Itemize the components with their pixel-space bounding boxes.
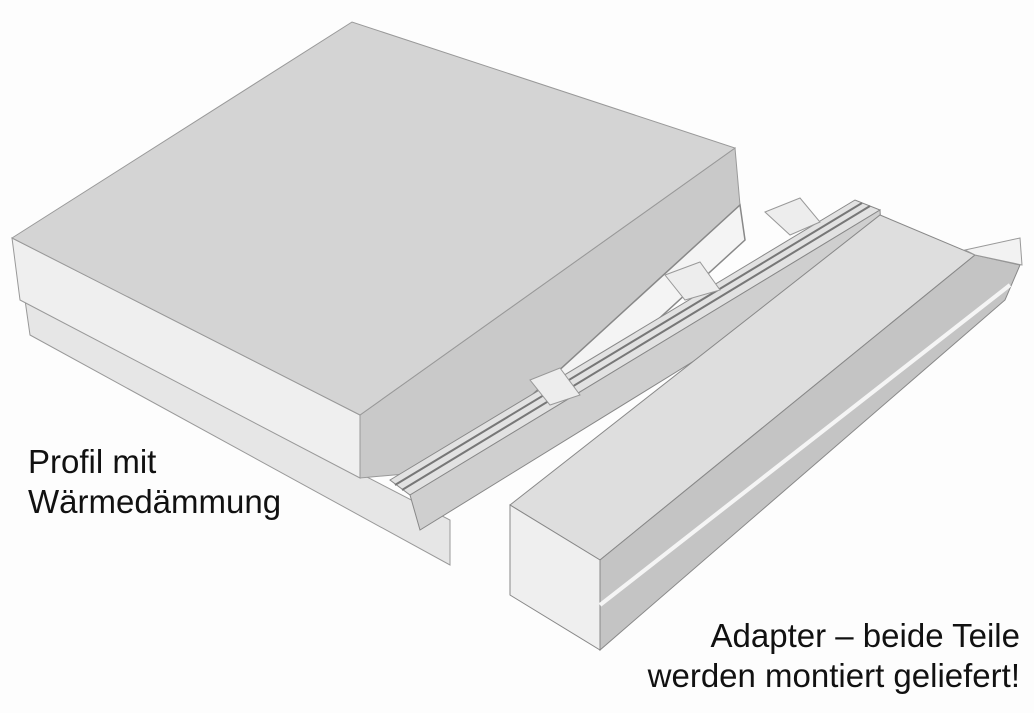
profile-label: Profil mit Wärmedämmung bbox=[28, 442, 281, 522]
rail-tab bbox=[664, 261, 721, 301]
adapter-label-line: Adapter – beide Teile bbox=[710, 617, 1020, 654]
panel-top-face bbox=[10, 21, 737, 416]
rail-tab bbox=[529, 367, 581, 406]
adapter-label-line: werden montiert geliefert! bbox=[647, 657, 1020, 694]
adapter-rail bbox=[389, 197, 883, 531]
profile-label-line: Wärmedämmung bbox=[28, 483, 282, 520]
rail-tab bbox=[764, 197, 821, 236]
adapter-label: Adapter – beide Teile werden montiert ge… bbox=[648, 616, 1020, 696]
adapter-box-profile bbox=[509, 214, 1023, 652]
box-right-face bbox=[599, 254, 1021, 652]
profile-label-line: Profil mit bbox=[28, 443, 157, 480]
